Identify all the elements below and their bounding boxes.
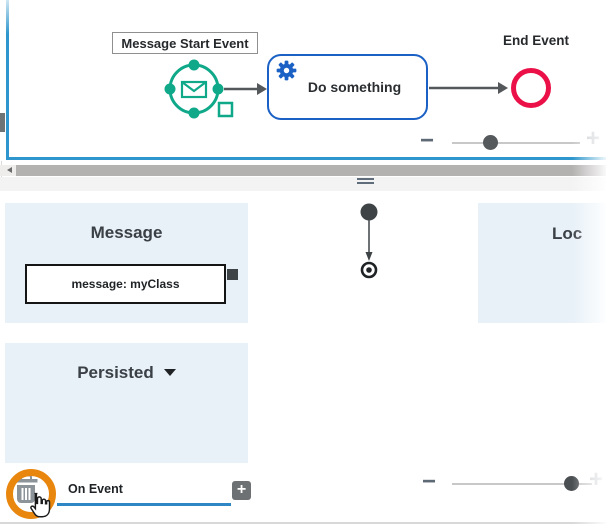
- message-section-title: Message: [90, 223, 163, 242]
- persisted-section[interactable]: Persisted: [5, 343, 248, 463]
- event-sub-handle: [217, 101, 234, 118]
- tab-active-underline: [57, 503, 231, 506]
- zoom-out-button[interactable]: −: [420, 127, 435, 154]
- zoom-slider-knob[interactable]: [483, 135, 498, 150]
- persisted-dropdown[interactable]: Persisted: [5, 363, 248, 383]
- message-section[interactable]: Message message: myClass: [5, 203, 248, 323]
- zoom-slider-knob-bottom[interactable]: [564, 476, 579, 491]
- horizontal-scrollbar-thumb[interactable]: [16, 165, 606, 176]
- variable-connector-handle[interactable]: [227, 269, 238, 280]
- selection-handles: [164, 59, 224, 119]
- task-label: Do something: [307, 79, 402, 95]
- end-event-name-label: End Event: [502, 33, 569, 48]
- envelope-icon: [180, 80, 208, 99]
- splitter-drag-handle-icon[interactable]: [357, 178, 374, 186]
- canvas-border-bottom: [6, 157, 606, 160]
- zoom-in-button-bottom[interactable]: +: [589, 466, 604, 493]
- transition-arrowhead-icon: [365, 252, 373, 261]
- add-tab-button[interactable]: +: [232, 481, 251, 500]
- panel-splitter[interactable]: [0, 177, 606, 191]
- zoom-slider-track[interactable]: [452, 142, 580, 144]
- zoom-out-button-bottom[interactable]: −: [422, 468, 437, 495]
- mapping-panel: Message message: myClass Persisted Loc: [0, 191, 606, 524]
- canvas-border-left: [6, 0, 9, 160]
- scroll-left-arrow-icon[interactable]: [7, 167, 12, 173]
- task-do-something[interactable]: Do something: [267, 54, 428, 120]
- end-event[interactable]: [511, 68, 551, 108]
- vertical-scrollbar-thumb[interactable]: [0, 113, 5, 132]
- zoom-slider-track-bottom[interactable]: [452, 483, 592, 485]
- initial-state-node: [360, 203, 378, 221]
- start-event-name-label[interactable]: Message Start Event: [112, 32, 258, 54]
- app-bottom-border: [0, 522, 606, 524]
- state-transition-diagram[interactable]: [345, 198, 395, 288]
- message-start-event[interactable]: [158, 53, 242, 125]
- bpmn-canvas[interactable]: Message Start Event: [0, 0, 606, 161]
- persisted-label: Persisted: [77, 363, 154, 382]
- chevron-down-icon: [163, 369, 176, 376]
- tab-on-event[interactable]: On Event: [68, 482, 123, 496]
- zoom-in-button[interactable]: +: [586, 125, 601, 152]
- trash-icon[interactable]: [13, 475, 39, 505]
- local-section[interactable]: Loc: [478, 203, 606, 323]
- message-variable-box[interactable]: message: myClass: [25, 264, 226, 304]
- horizontal-scrollbar[interactable]: [0, 165, 606, 176]
- gear-icon: [276, 60, 297, 81]
- local-section-title: Loc: [552, 224, 583, 243]
